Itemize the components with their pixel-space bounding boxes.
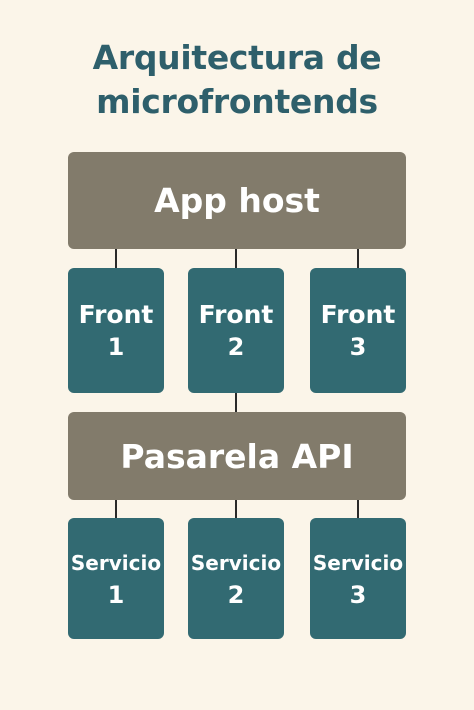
service-node-name: Servicio	[70, 550, 162, 575]
service-node-number: 3	[349, 580, 367, 609]
service-node-name: Servicio	[312, 550, 404, 575]
connector-front-2-gateway	[235, 393, 237, 412]
app-host-node: App host	[68, 152, 406, 249]
front-node-name: Front	[78, 299, 154, 329]
service-node-2: Servicio 2	[188, 518, 284, 639]
app-host-label: App host	[154, 181, 320, 220]
connector-host-front-1	[115, 249, 117, 268]
title-line-1: Arquitectura de	[92, 38, 382, 77]
service-node-number: 1	[107, 580, 125, 609]
service-node-1: Servicio 1	[68, 518, 164, 639]
front-node-name: Front	[198, 299, 274, 329]
front-node-name: Front	[320, 299, 396, 329]
connector-host-front-3	[357, 249, 359, 268]
front-node-number: 1	[107, 332, 125, 361]
connector-gateway-service-3	[357, 500, 359, 518]
api-gateway-node: Pasarela API	[68, 412, 406, 500]
connector-gateway-service-1	[115, 500, 117, 518]
service-node-name: Servicio	[190, 550, 282, 575]
api-gateway-label: Pasarela API	[120, 436, 354, 476]
service-node-number: 2	[227, 580, 245, 609]
front-node-number: 3	[349, 332, 367, 361]
connector-gateway-service-2	[235, 500, 237, 518]
front-node-2: Front 2	[188, 268, 284, 393]
front-node-3: Front 3	[310, 268, 406, 393]
connector-host-front-2	[235, 249, 237, 268]
service-node-3: Servicio 3	[310, 518, 406, 639]
diagram-title: Arquitectura de microfrontends	[0, 36, 474, 124]
front-node-number: 2	[227, 332, 245, 361]
title-line-2: microfrontends	[96, 82, 378, 121]
front-node-1: Front 1	[68, 268, 164, 393]
